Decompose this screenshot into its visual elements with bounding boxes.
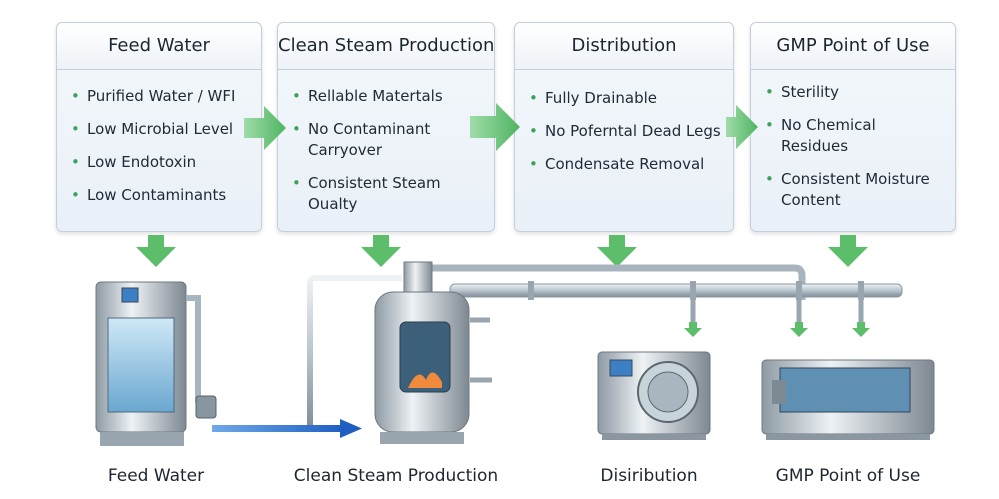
list-item: No Contaminant Carryover xyxy=(292,119,458,161)
flow-arrow-right-1 xyxy=(244,106,286,150)
list-item: Low Endotoxin xyxy=(71,152,253,173)
bottom-label-distribution: Disiribution xyxy=(600,466,698,486)
flow-arrow-right-2 xyxy=(470,103,520,151)
card-item-list: Purified Water / WFI Low Microbial Level… xyxy=(57,70,261,206)
card-title: Feed Water xyxy=(57,23,261,70)
list-item: Purified Water / WFI xyxy=(71,86,253,107)
bottom-label-clean-steam-production: Clean Steam Production xyxy=(293,466,499,486)
list-item: Consistent Moisture Content xyxy=(765,169,961,211)
list-item: No Chemical Residues xyxy=(765,115,947,157)
list-item: Condensate Removal xyxy=(529,154,725,175)
card-title: GMP Point of Use xyxy=(751,23,955,70)
card-feed-water: Feed Water Purified Water / WFI Low Micr… xyxy=(56,22,262,232)
card-title: Clean Steam Production xyxy=(278,23,494,70)
bottom-label-feed-water: Feed Water xyxy=(107,466,205,486)
flow-arrow-down-4 xyxy=(828,235,868,267)
card-distribution: Distribution Fully Drainable No Pofernta… xyxy=(514,22,734,232)
card-item-list: Rellable Matertals No Contaminant Carryo… xyxy=(278,70,494,215)
feed-water-unit xyxy=(95,281,217,446)
card-item-list: Fully Drainable No Poferntal Dead Legs C… xyxy=(515,70,733,175)
card-title: Distribution xyxy=(515,23,733,70)
clean-steam-generator xyxy=(374,261,492,444)
bottom-label-gmp-point-of-use: GMP Point of Use xyxy=(775,466,921,486)
list-item: No Poferntal Dead Legs xyxy=(529,121,725,142)
list-item: Sterility xyxy=(765,82,947,103)
flow-arrow-right-3 xyxy=(726,105,758,149)
list-item: Fully Drainable xyxy=(529,88,725,109)
distribution-pipework xyxy=(307,264,903,430)
autoclave-unit xyxy=(597,351,711,440)
feed-flow-arrow xyxy=(212,419,362,438)
flow-arrow-down-1 xyxy=(136,235,176,267)
list-item: Low Contaminants xyxy=(71,185,253,206)
flow-arrow-down-2 xyxy=(361,235,401,267)
list-item: Rellable Matertals xyxy=(292,86,486,107)
card-item-list: Sterility No Chemical Residues Consisten… xyxy=(751,70,955,211)
card-gmp-point-of-use: GMP Point of Use Sterility No Chemical R… xyxy=(750,22,956,232)
list-item: Low Microbial Level xyxy=(71,119,253,140)
flow-arrow-down-3 xyxy=(597,235,637,267)
gmp-use-cabinet xyxy=(761,359,935,440)
card-clean-steam-production: Clean Steam Production Rellable Matertal… xyxy=(277,22,495,232)
list-item: Consistent Steam Oualty xyxy=(292,173,486,215)
